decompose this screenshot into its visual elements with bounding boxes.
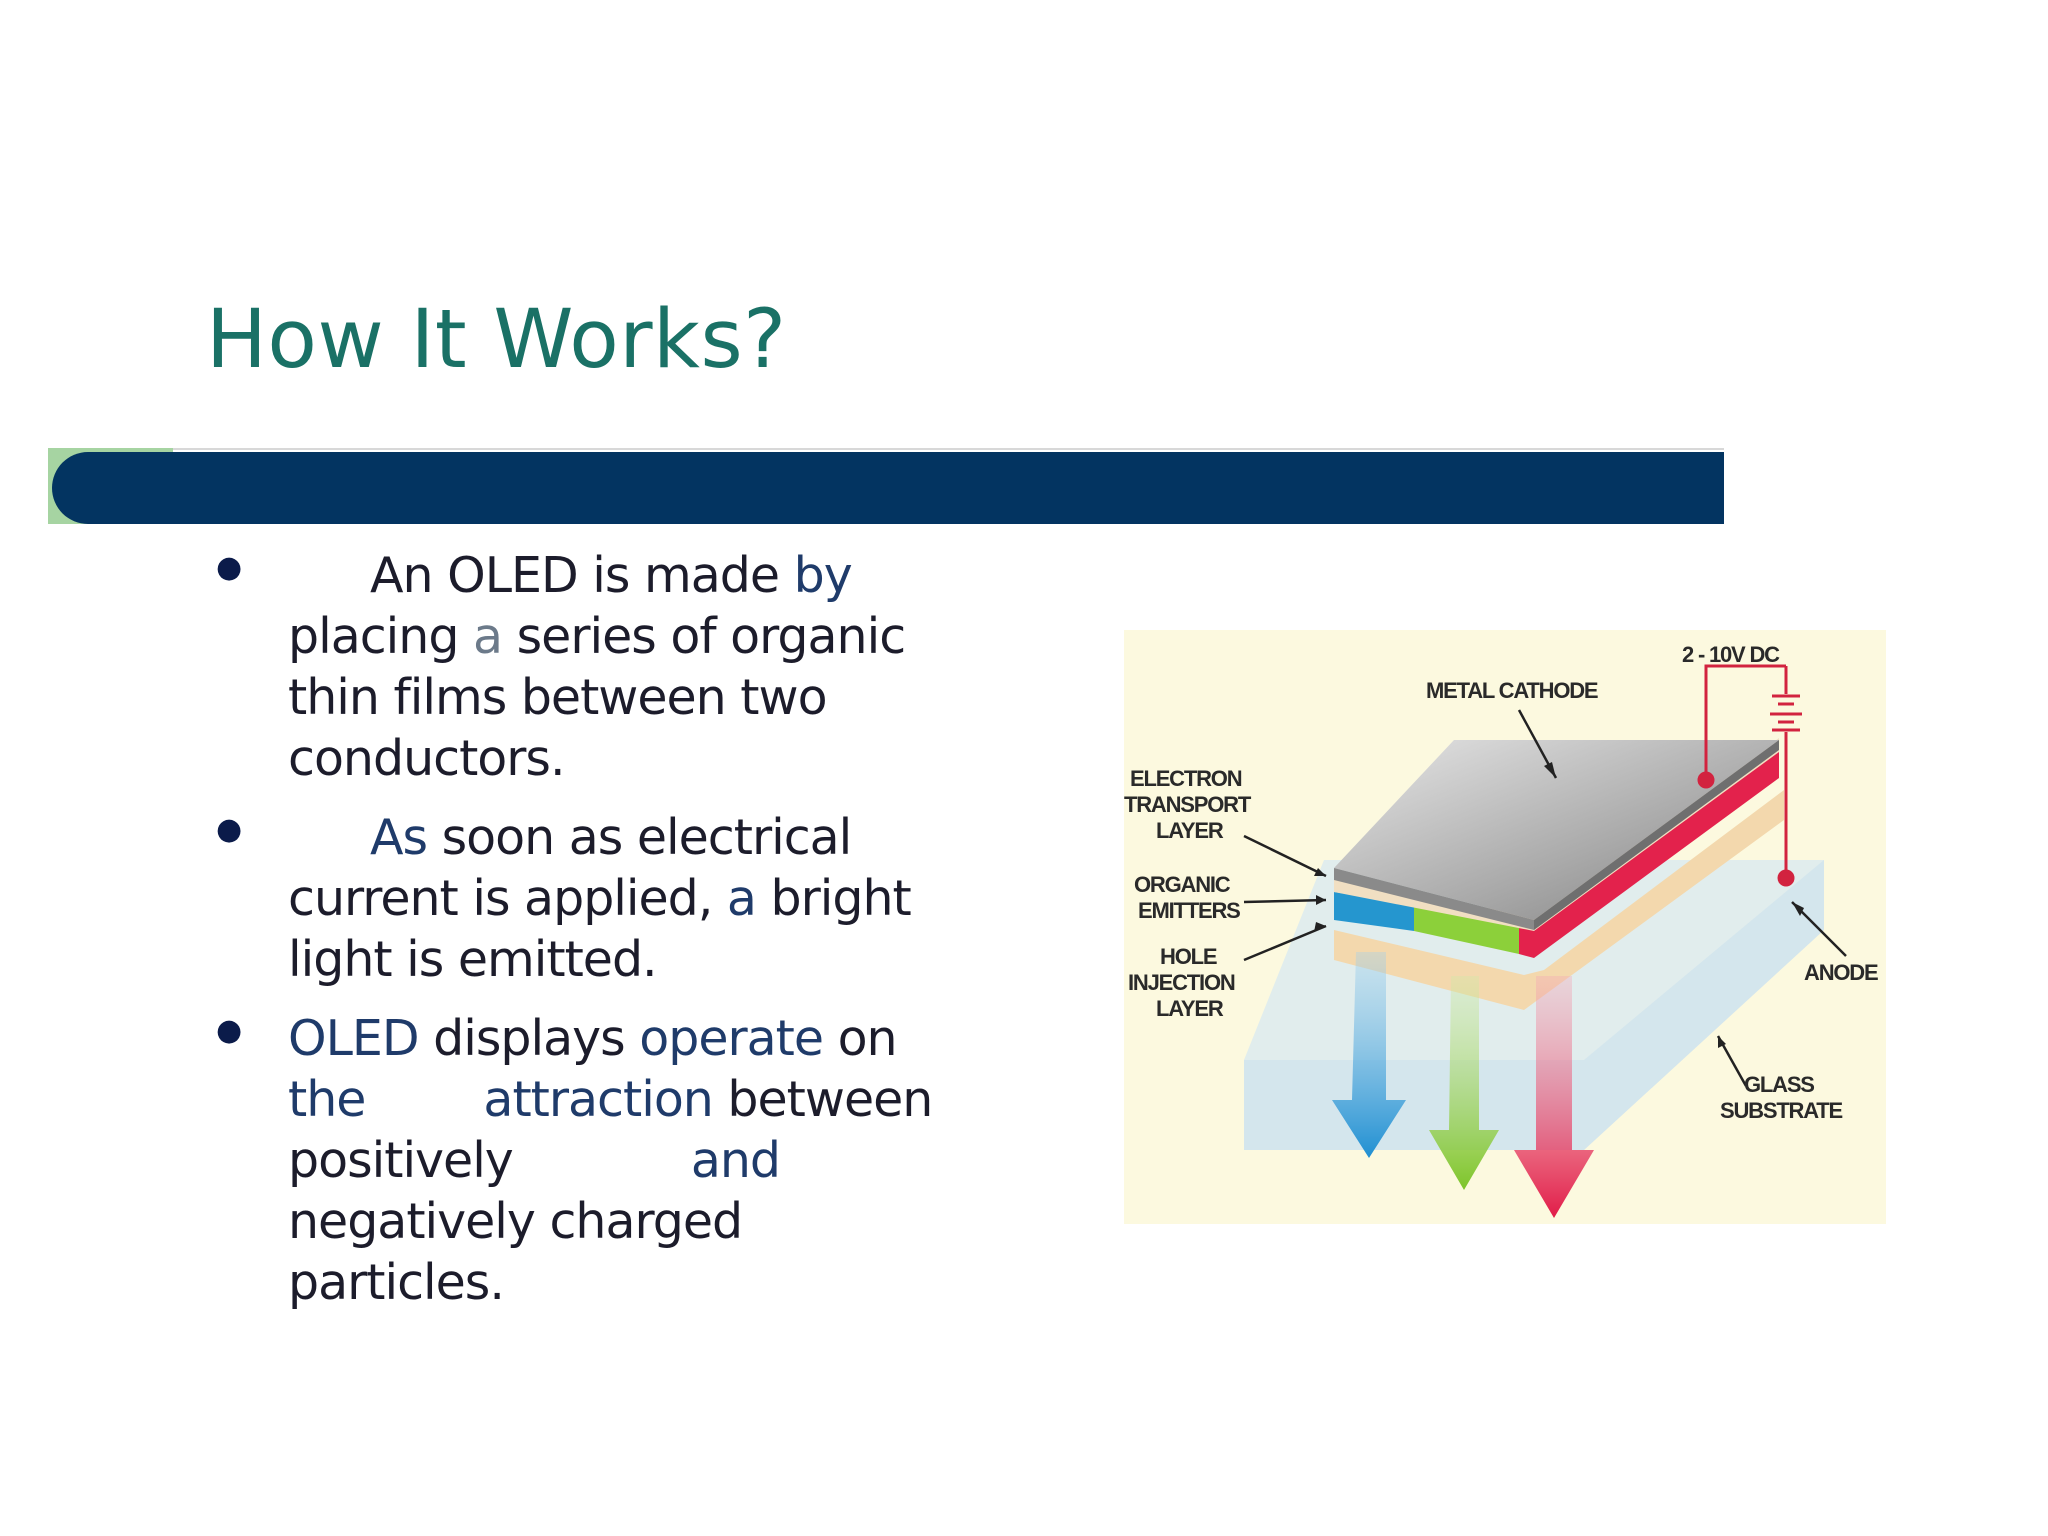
- light-arrows: [1332, 952, 1594, 1218]
- bullet-text: positively: [288, 1132, 514, 1189]
- bullet-text: particles.: [288, 1254, 505, 1311]
- label-glass-substrate: GLASS: [1744, 1072, 1814, 1097]
- bullet-text: An OLED is made: [370, 547, 794, 604]
- bullet-item: ● OLED displays operate on the attraction…: [206, 1008, 986, 1313]
- label-glass-substrate: SUBSTRATE: [1720, 1098, 1843, 1123]
- bullet-icon: ●: [216, 1013, 242, 1048]
- bullet-text: between: [712, 1071, 933, 1128]
- bullet-text: a: [473, 608, 503, 665]
- bullet-text: As: [370, 809, 428, 866]
- bullet-text: a: [726, 870, 757, 927]
- label-hole-injection: INJECTION: [1128, 970, 1235, 995]
- circuit: [1697, 664, 1802, 887]
- bullet-text: operate: [639, 1010, 824, 1067]
- title-band: [48, 448, 1724, 524]
- label-anode: ANODE: [1804, 960, 1878, 985]
- glass-substrate-layer: [1244, 860, 1824, 1150]
- layer-stack: [1334, 738, 1784, 1010]
- band-bar: [52, 452, 1724, 524]
- bullet-text: current is applied,: [288, 870, 727, 927]
- label-electron-transport: TRANSPORT: [1124, 792, 1252, 817]
- bullet-text: the: [288, 1071, 366, 1128]
- oled-diagram: 2 - 10V DC METAL CATHODE ELECTRON TRANSP…: [1124, 630, 1886, 1224]
- bullet-text: displays: [418, 1010, 640, 1067]
- bullet-text: on: [823, 1010, 898, 1067]
- label-voltage: 2 - 10V DC: [1682, 642, 1780, 667]
- bullet-text: thin films between two: [288, 669, 828, 726]
- label-hole-injection: HOLE: [1160, 944, 1217, 969]
- bullet-text: and: [690, 1132, 781, 1189]
- bullet-text: OLED: [288, 1010, 420, 1067]
- bullet-icon: ●: [216, 550, 242, 585]
- bullet-item: ● An OLED is made by placing a series of…: [206, 545, 986, 789]
- slide-title: How It Works?: [206, 293, 787, 387]
- blue-light-arrow: [1332, 952, 1406, 1158]
- label-electron-transport: ELECTRON: [1130, 766, 1242, 791]
- oled-diagram-svg: 2 - 10V DC METAL CATHODE ELECTRON TRANSP…: [1124, 642, 1879, 1218]
- label-hole-injection: LAYER: [1156, 996, 1224, 1021]
- label-metal-cathode: METAL CATHODE: [1426, 678, 1598, 703]
- bullet-text: attraction: [483, 1071, 713, 1128]
- bullet-item: ● As soon as electrical current is appli…: [206, 807, 986, 990]
- bullet-text: soon as electrical: [427, 809, 853, 866]
- label-organic-emitters: EMITTERS: [1138, 898, 1240, 923]
- green-light-arrow: [1429, 976, 1499, 1190]
- pointer-heads: [1314, 762, 1804, 1048]
- bullet-list: ● An OLED is made by placing a series of…: [206, 545, 986, 1331]
- bullet-text: negatively charged: [288, 1193, 743, 1250]
- bullet-text: conductors.: [288, 730, 566, 787]
- bullet-text: placing: [288, 608, 474, 665]
- band-edge: [173, 448, 1724, 450]
- bullet-text: series of organic: [502, 608, 907, 665]
- red-light-arrow: [1514, 976, 1594, 1218]
- bullet-text: by: [793, 547, 853, 604]
- label-electron-transport: LAYER: [1156, 818, 1224, 843]
- label-organic-emitters: ORGANIC: [1134, 872, 1231, 897]
- bullet-text: light is emitted.: [288, 931, 658, 988]
- bullet-icon: ●: [216, 812, 242, 847]
- bullet-text: bright: [755, 870, 912, 927]
